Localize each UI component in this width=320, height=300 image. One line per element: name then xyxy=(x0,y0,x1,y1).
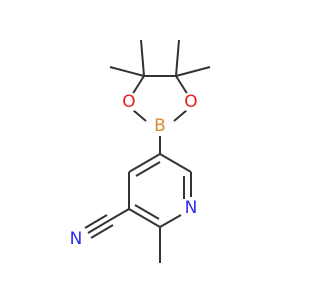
bond-c3-nitrile-carbon xyxy=(109,208,130,221)
ring-nitrogen-label: N xyxy=(185,198,198,218)
bond-nitrile-triple-1 xyxy=(87,219,111,234)
bond-c5-o-right xyxy=(175,75,189,96)
bond-c2-c3-double xyxy=(134,204,160,220)
bonds xyxy=(84,39,211,263)
bond-c4-c5-ring-double xyxy=(135,161,161,177)
atom-labels: B O O N N xyxy=(66,92,201,249)
bond-c5-c6 xyxy=(159,153,192,173)
bond-o-left-boron xyxy=(132,109,147,122)
bond-methyl-4 xyxy=(175,66,211,77)
boron-atom: B xyxy=(150,116,170,136)
oxygen-right-atom: O xyxy=(181,92,201,112)
ring-nitrogen-atom: N xyxy=(181,198,201,218)
bond-o-right-boron xyxy=(173,109,188,122)
bond-nitrile-triple-3 xyxy=(90,224,114,239)
chemical-structure-diagram: B O O N N xyxy=(66,39,211,263)
boron-label: B xyxy=(154,116,166,136)
oxygen-left-label: O xyxy=(122,92,135,112)
nitrile-nitrogen-atom: N xyxy=(66,229,86,249)
bond-methyl-3 xyxy=(175,39,180,77)
bond-c4-c5-ring xyxy=(128,153,161,173)
nitrile-nitrogen-label: N xyxy=(70,229,83,249)
bond-c2-c3 xyxy=(128,208,161,228)
bond-methyl-2 xyxy=(109,66,145,77)
bond-nitrile-triple-2 xyxy=(84,214,108,229)
oxygen-left-atom: O xyxy=(119,92,139,112)
bond-c4-o-left xyxy=(131,75,145,96)
bond-n1-c2 xyxy=(159,214,182,228)
oxygen-right-label: O xyxy=(184,92,197,112)
bond-methyl-1 xyxy=(140,39,145,77)
